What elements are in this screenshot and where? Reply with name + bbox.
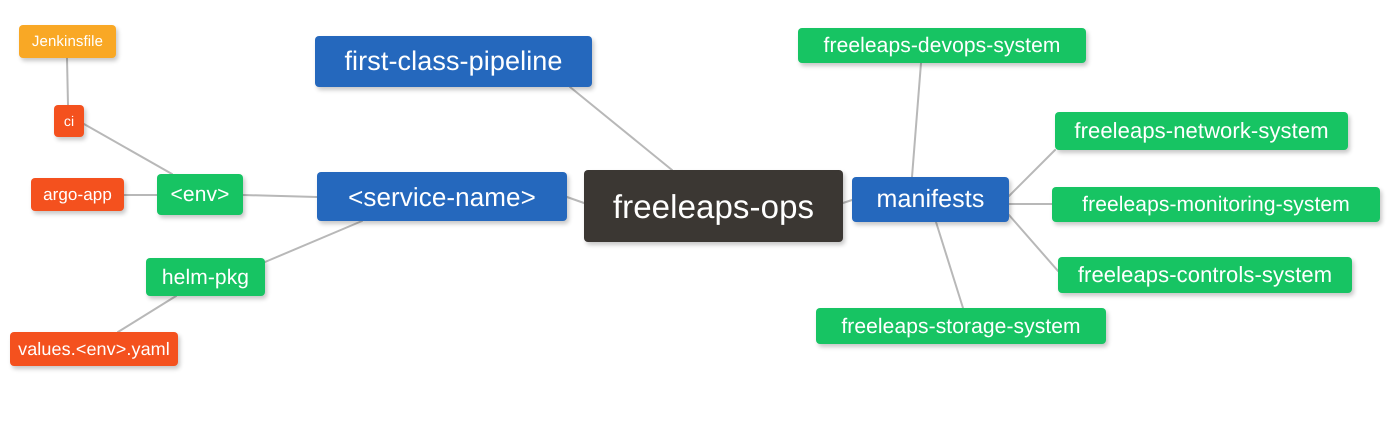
node-label-argo-app: argo-app [43, 185, 112, 204]
node-label-env: <env> [170, 183, 230, 206]
edge-manifests-storage [935, 221, 964, 309]
node-manifests[interactable]: manifests [852, 177, 1009, 222]
node-label-jenkinsfile: Jenkinsfile [31, 33, 104, 50]
edge-manifests-network [1008, 149, 1056, 197]
node-helm-pkg[interactable]: helm-pkg [146, 258, 265, 296]
node-freeleaps-devops-system[interactable]: freeleaps-devops-system [798, 28, 1086, 63]
edge-env-ci [83, 123, 173, 175]
edge-ci-jenkinsfile [66, 57, 69, 106]
node-label-manifests: manifests [876, 185, 985, 213]
edge-service-env [242, 194, 318, 198]
node-freeleaps-storage-system[interactable]: freeleaps-storage-system [816, 308, 1106, 344]
node-label-helm-pkg: helm-pkg [161, 265, 250, 289]
edge-ops-service-name [566, 196, 585, 204]
node-label-freeleaps-storage-system: freeleaps-storage-system [841, 314, 1081, 338]
node-label-values-env-yaml: values.<env>.yaml [18, 339, 170, 359]
node-label-freeleaps-ops: freeleaps-ops [612, 187, 815, 225]
edge-helm-values [117, 295, 177, 333]
node-values-env-yaml[interactable]: values.<env>.yaml [10, 332, 178, 366]
node-service-name[interactable]: <service-name> [317, 172, 567, 221]
node-label-ci: ci [63, 113, 75, 129]
node-first-class-pipeline[interactable]: first-class-pipeline [315, 36, 592, 87]
edge-manifests-devops [911, 62, 922, 178]
edge-service-helm [264, 220, 363, 263]
node-jenkinsfile[interactable]: Jenkinsfile [19, 25, 116, 58]
node-label-freeleaps-network-system: freeleaps-network-system [1074, 118, 1329, 143]
node-freeleaps-controls-system[interactable]: freeleaps-controls-system [1058, 257, 1352, 293]
node-label-freeleaps-monitoring-system: freeleaps-monitoring-system [1082, 193, 1350, 216]
node-label-freeleaps-devops-system: freeleaps-devops-system [823, 34, 1061, 57]
edge-manifests-controls [1008, 214, 1059, 272]
node-env[interactable]: <env> [157, 174, 243, 215]
node-label-freeleaps-controls-system: freeleaps-controls-system [1077, 262, 1333, 287]
node-freeleaps-monitoring-system[interactable]: freeleaps-monitoring-system [1052, 187, 1380, 222]
node-label-service-name: <service-name> [348, 181, 536, 212]
node-argo-app[interactable]: argo-app [31, 178, 124, 211]
node-ci[interactable]: ci [54, 105, 84, 137]
node-freeleaps-ops[interactable]: freeleaps-ops [584, 170, 843, 242]
node-freeleaps-network-system[interactable]: freeleaps-network-system [1055, 112, 1348, 150]
edge-ops-manifests [842, 199, 853, 204]
node-label-first-class-pipeline: first-class-pipeline [344, 46, 563, 76]
edge-ops-first-class [569, 86, 673, 171]
